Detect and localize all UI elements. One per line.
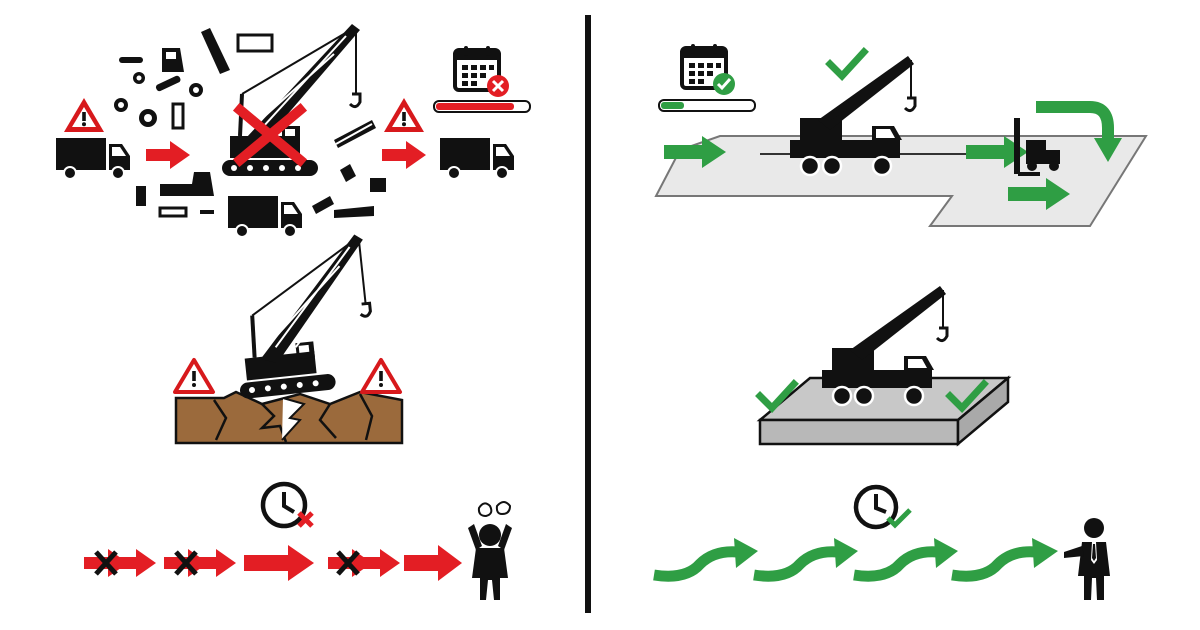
curved-arrow-icon xyxy=(1036,101,1122,162)
wave-arrow-icon xyxy=(653,538,758,582)
crawler-crane-icon xyxy=(223,231,381,402)
wave-arrow-icon xyxy=(753,538,858,582)
schedule-progress-bar xyxy=(658,99,756,112)
left-panel xyxy=(55,22,531,600)
left-logistics-row xyxy=(55,22,531,238)
right-logistics-row xyxy=(654,42,1148,227)
left-ground-row xyxy=(173,231,404,445)
schedule-progress-bar xyxy=(433,100,531,113)
scattered-parts xyxy=(114,28,386,218)
truck-icon xyxy=(227,195,303,238)
mobile-crane-icon xyxy=(790,56,915,175)
arrow-right-icon xyxy=(146,141,190,169)
businessman-icon xyxy=(1064,518,1110,600)
forklift-icon xyxy=(1014,118,1060,176)
arrow-right-icon xyxy=(404,545,462,581)
concrete-slab xyxy=(756,375,1012,447)
truck-icon xyxy=(439,137,515,180)
calendar-x-icon xyxy=(453,44,509,97)
warning-icon xyxy=(173,358,215,394)
warning-icon xyxy=(360,358,402,394)
arrow-right-icon xyxy=(382,141,426,169)
truck-icon xyxy=(55,137,131,180)
wave-arrow-icon xyxy=(951,538,1058,582)
arrow-x-icon xyxy=(164,549,236,577)
center-divider xyxy=(585,15,591,613)
left-timeline-row xyxy=(84,481,512,600)
calendar-check-icon xyxy=(680,42,735,95)
road xyxy=(654,135,1148,227)
cracked-ground xyxy=(174,390,404,445)
arrow-x-icon xyxy=(328,549,400,577)
right-panel xyxy=(653,42,1148,600)
frustrated-person-icon xyxy=(468,501,512,600)
clock-check-icon xyxy=(853,484,912,530)
wave-arrow-icon xyxy=(853,538,958,582)
right-timeline-row xyxy=(653,484,1110,600)
check-icon xyxy=(830,52,864,76)
mobile-crane-icon xyxy=(822,286,947,405)
right-ground-row xyxy=(756,286,1012,447)
warning-icon xyxy=(384,98,424,132)
warning-icon xyxy=(64,98,104,132)
arrow-right-icon xyxy=(244,545,314,581)
x-mark-icon xyxy=(232,102,308,168)
arrow-x-icon xyxy=(84,549,156,577)
clock-x-icon xyxy=(260,481,314,529)
